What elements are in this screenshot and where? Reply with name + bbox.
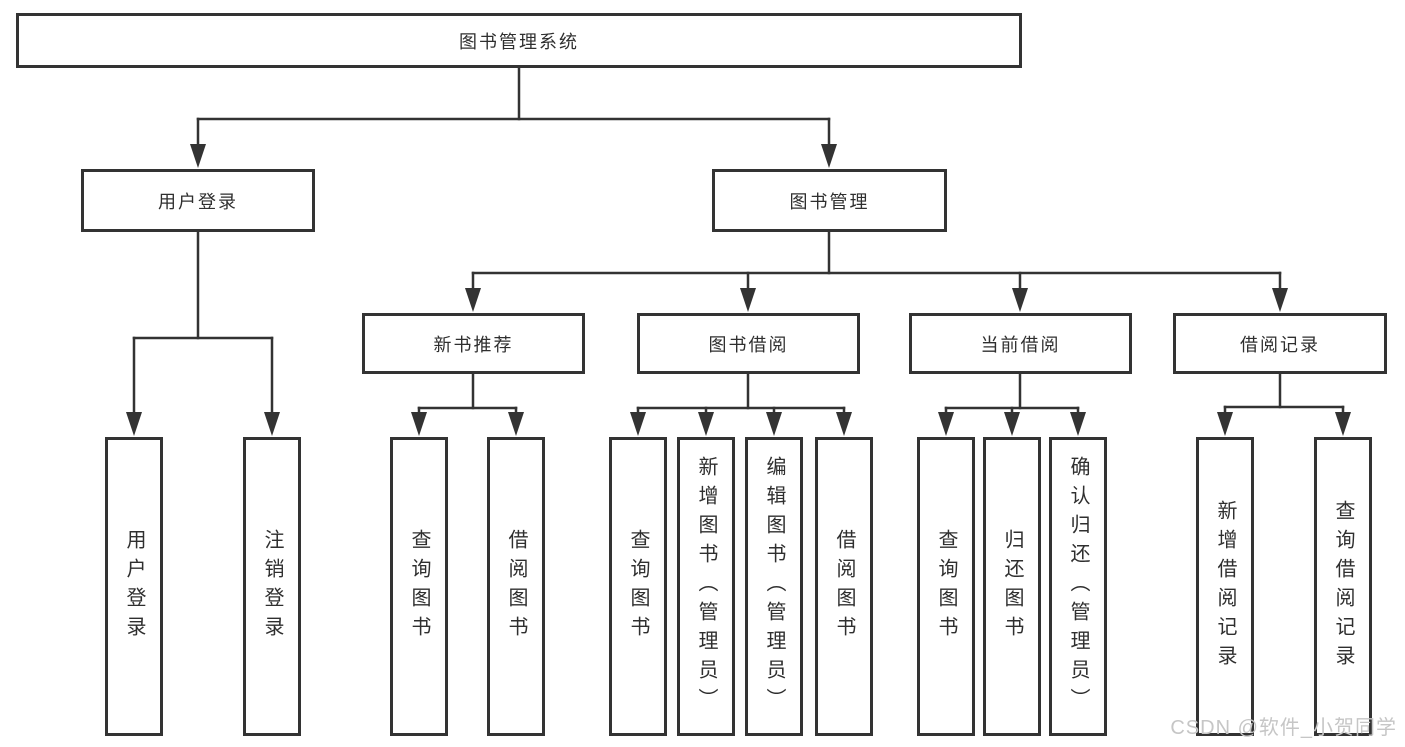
connector-records-to-leaves [1223, 372, 1345, 416]
leaf-logout: 注销登录 [243, 437, 301, 736]
connector-bookborrow-to-leaves [636, 372, 846, 416]
arrow-down-icon [766, 412, 782, 436]
arrow-down-icon [190, 144, 206, 168]
node-user-login: 用户登录 [81, 169, 315, 232]
connector-userlogin-to-leaves [132, 230, 274, 416]
arrowheads [126, 144, 1351, 436]
leaf-query-books-3: 查询图书 [917, 437, 975, 736]
arrow-down-icon [630, 412, 646, 436]
connector-newbook-to-leaves [417, 372, 518, 416]
arrow-down-icon [1070, 412, 1086, 436]
arrow-down-icon [465, 288, 481, 312]
arrow-down-icon [821, 144, 837, 168]
arrow-down-icon [698, 412, 714, 436]
connector-bookmgmt-to-level3 [471, 230, 1282, 292]
leaf-query-books-1: 查询图书 [390, 437, 448, 736]
leaf-borrow-books-1: 借阅图书 [487, 437, 545, 736]
arrow-down-icon [1004, 412, 1020, 436]
leaf-borrow-books-2: 借阅图书 [815, 437, 873, 736]
connector-root-to-level2 [196, 66, 831, 148]
node-current-borrowing: 当前借阅 [909, 313, 1132, 374]
node-book-borrowing: 图书借阅 [637, 313, 860, 374]
node-borrowing-records: 借阅记录 [1173, 313, 1387, 374]
leaf-edit-book-admin: 编辑图书（管理员） [745, 437, 803, 736]
connector-currentborrow-to-leaves [944, 372, 1080, 416]
arrow-down-icon [126, 412, 142, 436]
arrow-down-icon [1012, 288, 1028, 312]
arrow-down-icon [1217, 412, 1233, 436]
leaf-query-books-2: 查询图书 [609, 437, 667, 736]
arrow-down-icon [411, 412, 427, 436]
arrow-down-icon [740, 288, 756, 312]
leaf-query-borrow-record: 查询借阅记录 [1314, 437, 1372, 736]
leaf-add-book-admin: 新增图书（管理员） [677, 437, 735, 736]
leaf-return-books: 归还图书 [983, 437, 1041, 736]
node-library-management-system: 图书管理系统 [16, 13, 1022, 68]
arrow-down-icon [1335, 412, 1351, 436]
leaf-confirm-return-admin: 确认归还（管理员） [1049, 437, 1107, 736]
leaf-add-borrow-record: 新增借阅记录 [1196, 437, 1254, 736]
arrow-down-icon [264, 412, 280, 436]
arrow-down-icon [938, 412, 954, 436]
node-book-management: 图书管理 [712, 169, 947, 232]
leaf-user-login: 用户登录 [105, 437, 163, 736]
arrow-down-icon [1272, 288, 1288, 312]
node-new-book-recommendation: 新书推荐 [362, 313, 585, 374]
arrow-down-icon [836, 412, 852, 436]
arrow-down-icon [508, 412, 524, 436]
